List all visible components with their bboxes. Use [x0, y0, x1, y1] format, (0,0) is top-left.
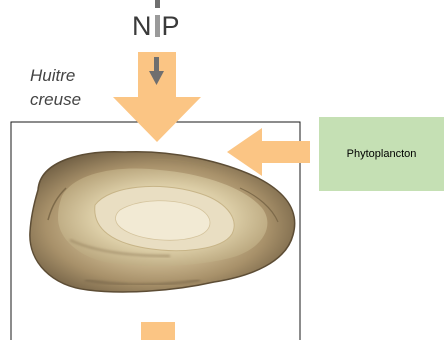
- oyster-image: [30, 152, 295, 292]
- phytoplankton-arrow-left: [227, 128, 310, 176]
- organism-label: Huitre creuse: [30, 64, 110, 112]
- phytoplankton-box: Phytoplancton: [319, 117, 444, 191]
- nitrogen-label: N: [132, 11, 152, 41]
- outflow-arrow: [141, 322, 175, 340]
- phosphorus-label: P: [162, 11, 180, 41]
- nutrients-label: NP: [132, 6, 180, 46]
- organism-label-line1: Huitre: [30, 64, 110, 88]
- phytoplankton-label: Phytoplancton: [347, 148, 417, 160]
- organism-label-line2: creuse: [30, 88, 110, 112]
